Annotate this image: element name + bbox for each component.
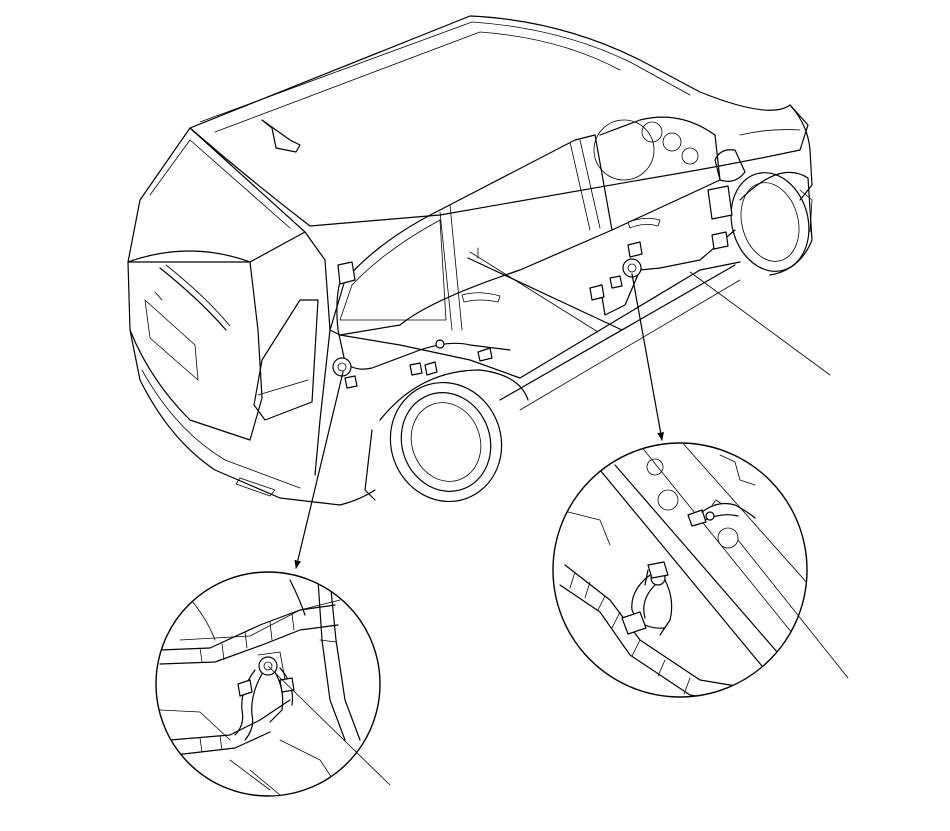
harness-leader-front xyxy=(689,271,831,376)
harness-routing xyxy=(332,185,736,389)
right-detail-circle xyxy=(552,442,849,698)
ground-point-rear xyxy=(332,357,352,377)
vehicle-body xyxy=(127,15,813,506)
left-detail-circle xyxy=(155,571,391,797)
callout-arrow-left xyxy=(294,371,344,569)
harness-leader-right xyxy=(737,539,849,679)
callout-arrow-right xyxy=(631,273,664,441)
harness-leader-left xyxy=(267,665,391,786)
harness-leader-main xyxy=(469,251,599,333)
